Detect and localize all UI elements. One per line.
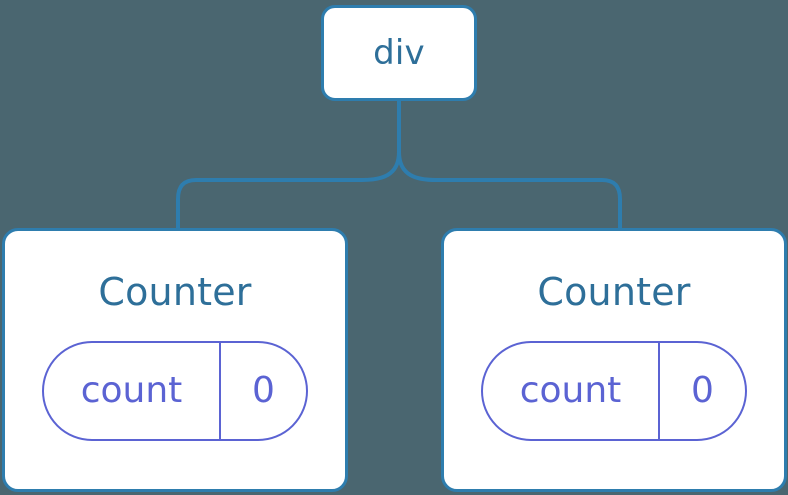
node-div[interactable]: div — [321, 5, 477, 101]
state-key-right: count — [483, 343, 660, 439]
connector-right-branch — [397, 150, 622, 230]
state-value-right: 0 — [691, 370, 714, 411]
state-pill-left[interactable]: count 0 — [42, 341, 308, 441]
node-div-label: div — [373, 33, 425, 73]
node-counter-right-label: Counter — [537, 270, 691, 314]
node-counter-left-label: Counter — [98, 270, 252, 314]
state-value-left: 0 — [252, 370, 275, 411]
state-pill-right[interactable]: count 0 — [481, 341, 747, 441]
state-key-left: count — [44, 343, 221, 439]
connector-left-branch — [176, 150, 401, 230]
node-counter-left[interactable]: Counter count 0 — [2, 228, 348, 492]
node-counter-right[interactable]: Counter count 0 — [441, 228, 787, 492]
